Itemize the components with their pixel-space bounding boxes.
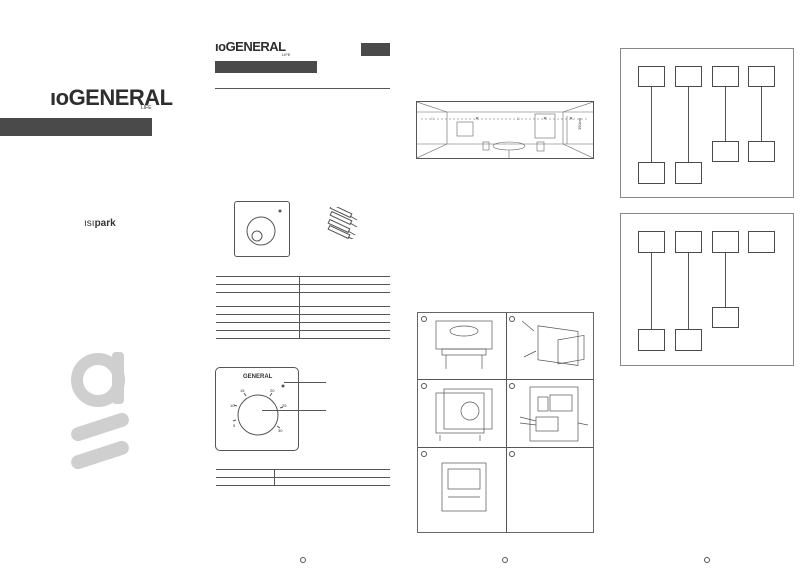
brand-prefix: ıo: [215, 39, 226, 54]
terminal-box: [675, 231, 702, 253]
wire: [725, 253, 726, 307]
room-placement-illustration: □ ✕ □ ✕ ✕ 150cm: [416, 101, 594, 159]
dial-number: 10: [230, 403, 235, 408]
step-number: [509, 316, 515, 322]
device-front-diagram: GENERAL 5 10 15 20 25 30: [215, 367, 299, 451]
wire: [688, 87, 689, 162]
load-box: [712, 141, 739, 162]
terminal-box: [712, 66, 739, 87]
wire: [651, 253, 652, 329]
partner-logo: ısıpark: [84, 218, 116, 229]
page2-title-bar: [215, 61, 317, 73]
page-marker-icon: [300, 557, 306, 563]
table-row: [216, 477, 390, 486]
svg-text:✕: ✕: [569, 116, 573, 122]
step-number: [421, 316, 427, 322]
page2-brand-suffix: LIFE: [282, 52, 291, 57]
svg-text:□: □: [517, 116, 520, 121]
dial-number: 25: [282, 403, 287, 408]
brand-name: GENERAL: [225, 39, 287, 54]
terminal-box: [638, 66, 665, 87]
dial-number: 20: [270, 388, 275, 393]
terminal-box: [638, 231, 665, 253]
terminal-box: [712, 231, 739, 253]
load-box: [675, 162, 702, 184]
watermark-logo-icon: [71, 352, 129, 470]
load-box: [748, 141, 775, 162]
grid-divider: [418, 379, 593, 380]
brand-prefix: ıo: [50, 85, 69, 110]
terminal-box: [748, 66, 775, 87]
table-row: [216, 276, 390, 285]
table-row: [216, 306, 390, 315]
callout-line-dial: [262, 410, 326, 411]
page-marker-icon: [502, 557, 508, 563]
grid-divider: [506, 313, 507, 532]
device-logo: GENERAL: [243, 374, 273, 380]
room-scene-icon: □ ✕ □ ✕ ✕: [416, 101, 594, 159]
step1-mount-icon: [435, 320, 493, 369]
partner-logo-post: park: [94, 218, 116, 229]
screws-and-plugs-icon: [327, 207, 358, 239]
load-box: [638, 162, 665, 184]
table-row: [216, 322, 390, 331]
step5-cover-icon: [441, 462, 487, 512]
cover-brand-suffix: LIFE: [141, 105, 152, 111]
page2-brand-logo: ıoGENERAL: [215, 40, 286, 54]
brand-name: GENERAL: [68, 85, 174, 110]
load-box: [638, 329, 665, 351]
wiring-diagram-1: [620, 48, 794, 198]
cover-brand-logo: ıoGENERAL: [50, 86, 173, 110]
install-steps-grid: [417, 312, 594, 533]
wire: [725, 87, 726, 141]
language-tag: [361, 43, 390, 56]
height-label: 150cm: [577, 117, 582, 130]
table-row: [216, 469, 390, 478]
table-row: [216, 284, 390, 293]
spec-table: [216, 276, 390, 339]
terminal-box: [675, 66, 702, 87]
load-box: [675, 329, 702, 351]
step-number: [421, 451, 427, 457]
callout-line-led: [284, 382, 326, 383]
table-row: [216, 314, 390, 323]
wire: [688, 253, 689, 329]
wire: [761, 87, 762, 141]
cover-title-bar: [0, 118, 152, 136]
indicator-table: [216, 469, 390, 486]
step-number: [509, 451, 515, 457]
step3-assemble-icon: [435, 388, 493, 441]
header-rule: [215, 88, 390, 89]
step2-open-icon: [521, 320, 585, 366]
step4-wiring-icon: [519, 386, 589, 442]
dial-number: 15: [240, 388, 245, 393]
thermostat-product-image: [234, 201, 290, 257]
dial-number: 5: [233, 423, 236, 428]
svg-text:□: □: [431, 116, 434, 121]
table-row: [216, 292, 390, 307]
device-dial-icon: [232, 384, 285, 436]
table-row: [216, 330, 390, 339]
step-number: [421, 383, 427, 389]
load-box: [712, 307, 739, 328]
page-marker-icon: [704, 557, 710, 563]
wire: [651, 87, 652, 162]
grid-divider: [418, 447, 593, 448]
terminal-box: [748, 231, 775, 253]
dial-number: 30: [278, 428, 283, 433]
thermostat-dial-icon: [246, 209, 282, 246]
step-number: [509, 383, 515, 389]
wiring-diagram-2: [620, 213, 794, 366]
partner-logo-pre: ısı: [84, 218, 95, 229]
